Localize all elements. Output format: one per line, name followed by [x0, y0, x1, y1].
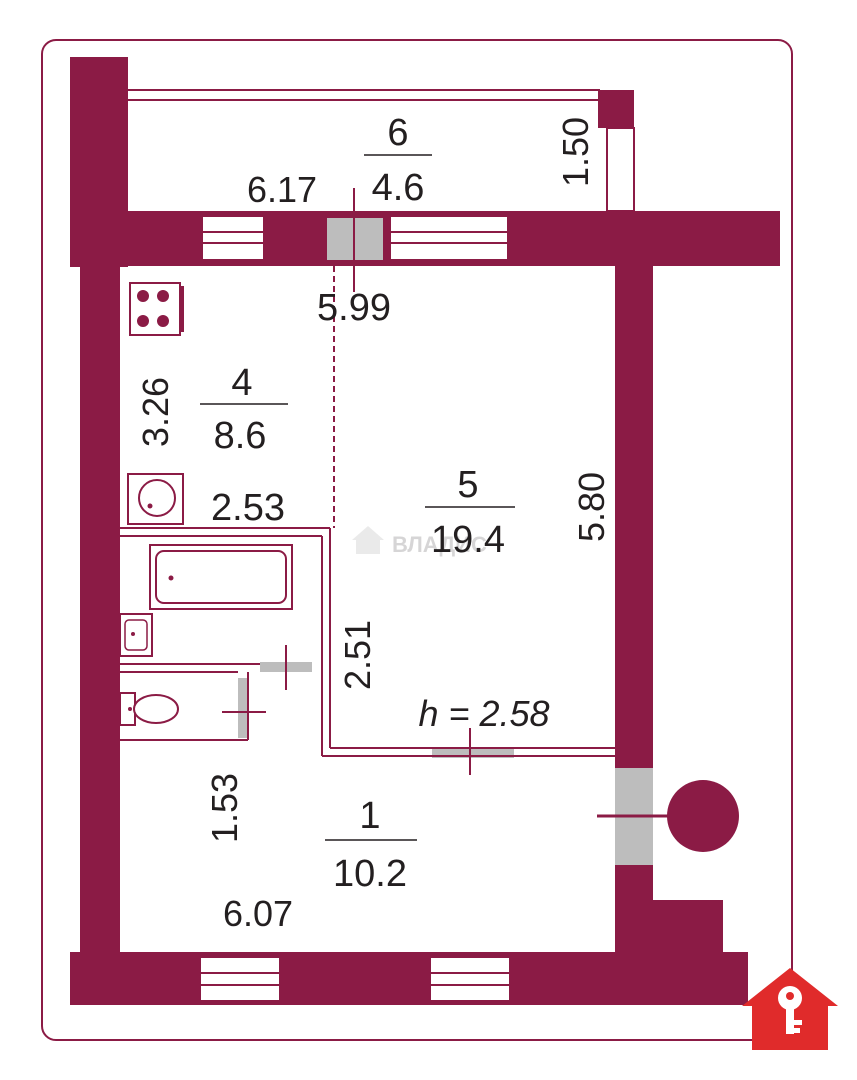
outer-border [41, 39, 793, 1041]
toilet-icon [119, 692, 179, 726]
room-label-6: 6 4.6 [364, 112, 432, 209]
room-number: 4 [231, 362, 252, 404]
dimension-bath-depth: 2.51 [337, 620, 378, 690]
ceiling-height: h = 2.58 [418, 693, 549, 734]
room-label-5: 5 19.4 [425, 464, 515, 561]
dimension-balcony-length: 6.17 [247, 169, 317, 210]
house-key-logo-icon [742, 968, 838, 1050]
dimension-living-height: 5.80 [571, 472, 612, 542]
dimension-kitchen-width: 2.53 [211, 487, 285, 529]
dimension-living-width: 5.99 [317, 287, 391, 329]
room-number: 1 [359, 795, 380, 837]
bathtub-icon [149, 544, 293, 610]
room-number: 5 [457, 464, 478, 506]
partitions [120, 266, 615, 757]
doors [222, 188, 739, 865]
kitchen-sink-icon [127, 473, 184, 525]
dimension-balcony-depth: 1.50 [555, 117, 596, 187]
room-area: 10.2 [333, 853, 407, 895]
dimension-kitchen-depth: 3.26 [135, 377, 176, 447]
washbasin-icon [119, 613, 153, 657]
stove-icon [129, 282, 184, 336]
svg-text:ВЛАДИС: ВЛАДИС [392, 532, 487, 557]
windows [199, 215, 511, 1002]
room-number: 6 [387, 112, 408, 154]
room-area: 8.6 [214, 415, 267, 457]
room-label-1: 1 10.2 [325, 795, 417, 895]
dimension-hall-depth: 1.53 [204, 773, 245, 843]
dimension-hall-width: 6.07 [223, 893, 293, 934]
room-area: 19.4 [431, 519, 505, 561]
room-area: 4.6 [372, 167, 425, 209]
watermark: ВЛАДИС [352, 526, 487, 557]
room-label-4: 4 8.6 [200, 362, 288, 457]
walls [70, 57, 780, 1005]
